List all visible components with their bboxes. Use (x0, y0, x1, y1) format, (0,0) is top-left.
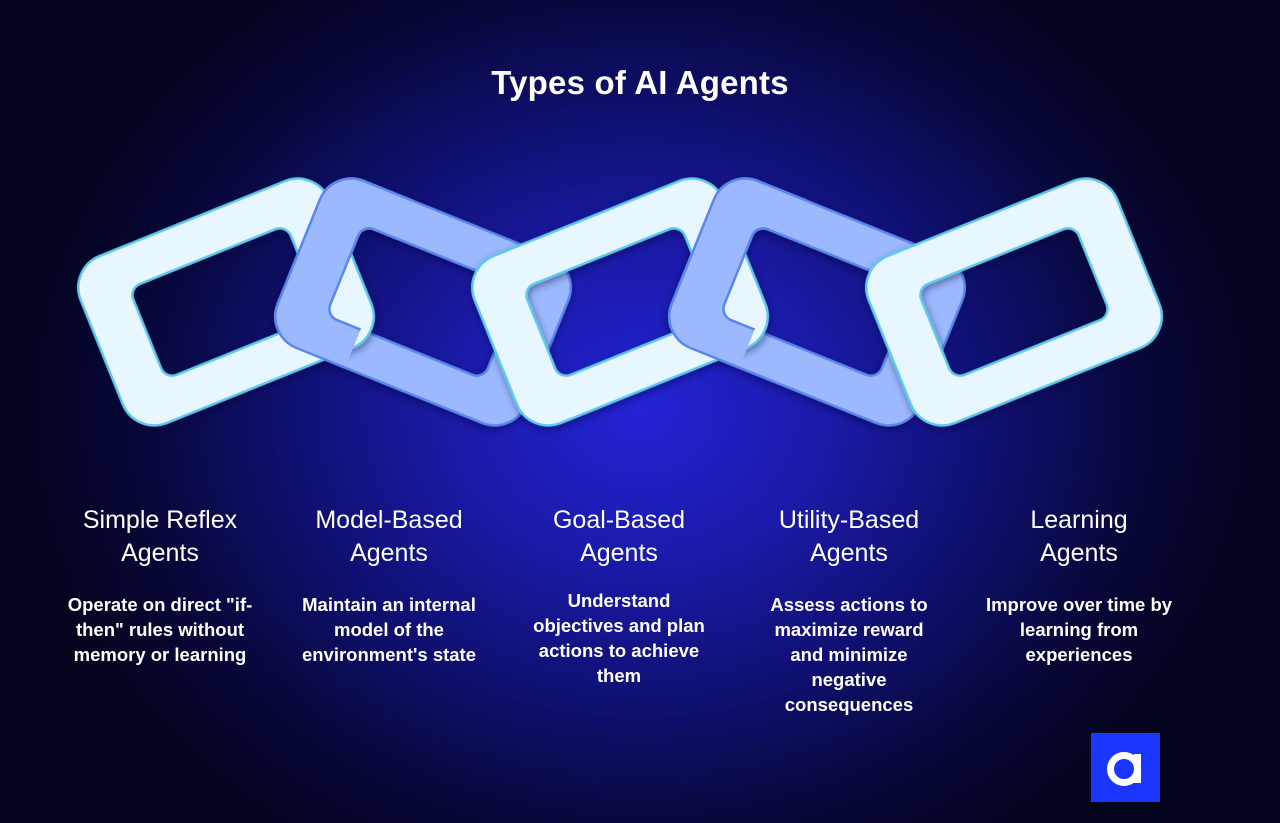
brand-a-logo-icon-svg (1107, 752, 1141, 786)
agent-description: Maintain an internal model of the enviro… (279, 592, 499, 667)
heading-line: Agents (810, 539, 888, 567)
brand-a-logo-icon (1091, 733, 1160, 802)
agent-description: Understand objectives and plan actions t… (509, 588, 729, 688)
desc-line: and minimize (790, 644, 908, 665)
desc-line: learning from (1019, 619, 1139, 640)
desc-line: Assess actions to (770, 594, 928, 615)
agent-column-utility-based: Utility-Based Agents Assess actions to m… (739, 504, 959, 717)
desc-line: negative (811, 669, 887, 690)
agent-column-goal-based: Goal-Based Agents Understand objectives … (509, 504, 729, 688)
agent-heading: Utility-Based Agents (739, 504, 959, 570)
agent-heading: Learning Agents (969, 504, 1189, 570)
heading-line: Goal-Based (552, 506, 686, 534)
heading-line: Agents (350, 539, 428, 567)
heading-line: Simple Reflex (82, 506, 238, 534)
desc-line: memory or learning (73, 644, 247, 665)
heading-line: Learning (1030, 506, 1128, 534)
agent-description: Assess actions to maximize reward and mi… (739, 592, 959, 717)
agent-description: Improve over time by learning from exper… (969, 592, 1189, 667)
desc-line: Maintain an internal (302, 594, 476, 615)
agent-column-simple-reflex: Simple Reflex Agents Operate on direct "… (50, 504, 270, 667)
desc-line: model of the (334, 619, 444, 640)
page-title: Types of AI Agents (491, 64, 789, 101)
desc-line: maximize reward (774, 619, 924, 640)
desc-line: environment's state (301, 644, 477, 665)
desc-line: Understand (567, 590, 671, 611)
desc-line: actions to achieve (538, 640, 700, 661)
heading-line: Agents (1040, 539, 1118, 567)
desc-line: experiences (1025, 644, 1133, 665)
heading-line: Agents (121, 539, 199, 567)
desc-line: them (596, 665, 642, 686)
chain-link-light (865, 177, 1163, 427)
desc-line: objectives and plan (533, 615, 705, 636)
desc-line: Operate on direct "if- (67, 594, 253, 615)
agent-heading: Model-Based Agents (279, 504, 499, 570)
desc-line: then" rules without (75, 619, 245, 640)
desc-line: consequences (784, 694, 914, 715)
agent-column-learning: Learning Agents Improve over time by lea… (969, 504, 1189, 667)
agent-description: Operate on direct "if- then" rules witho… (50, 592, 270, 667)
heading-line: Agents (580, 539, 658, 567)
agent-heading: Goal-Based Agents (509, 504, 729, 570)
heading-line: Model-Based (315, 506, 463, 534)
agent-column-model-based: Model-Based Agents Maintain an internal … (279, 504, 499, 667)
desc-line: Improve over time by (985, 594, 1173, 615)
agent-heading: Simple Reflex Agents (50, 504, 270, 570)
heading-line: Utility-Based (778, 506, 920, 534)
